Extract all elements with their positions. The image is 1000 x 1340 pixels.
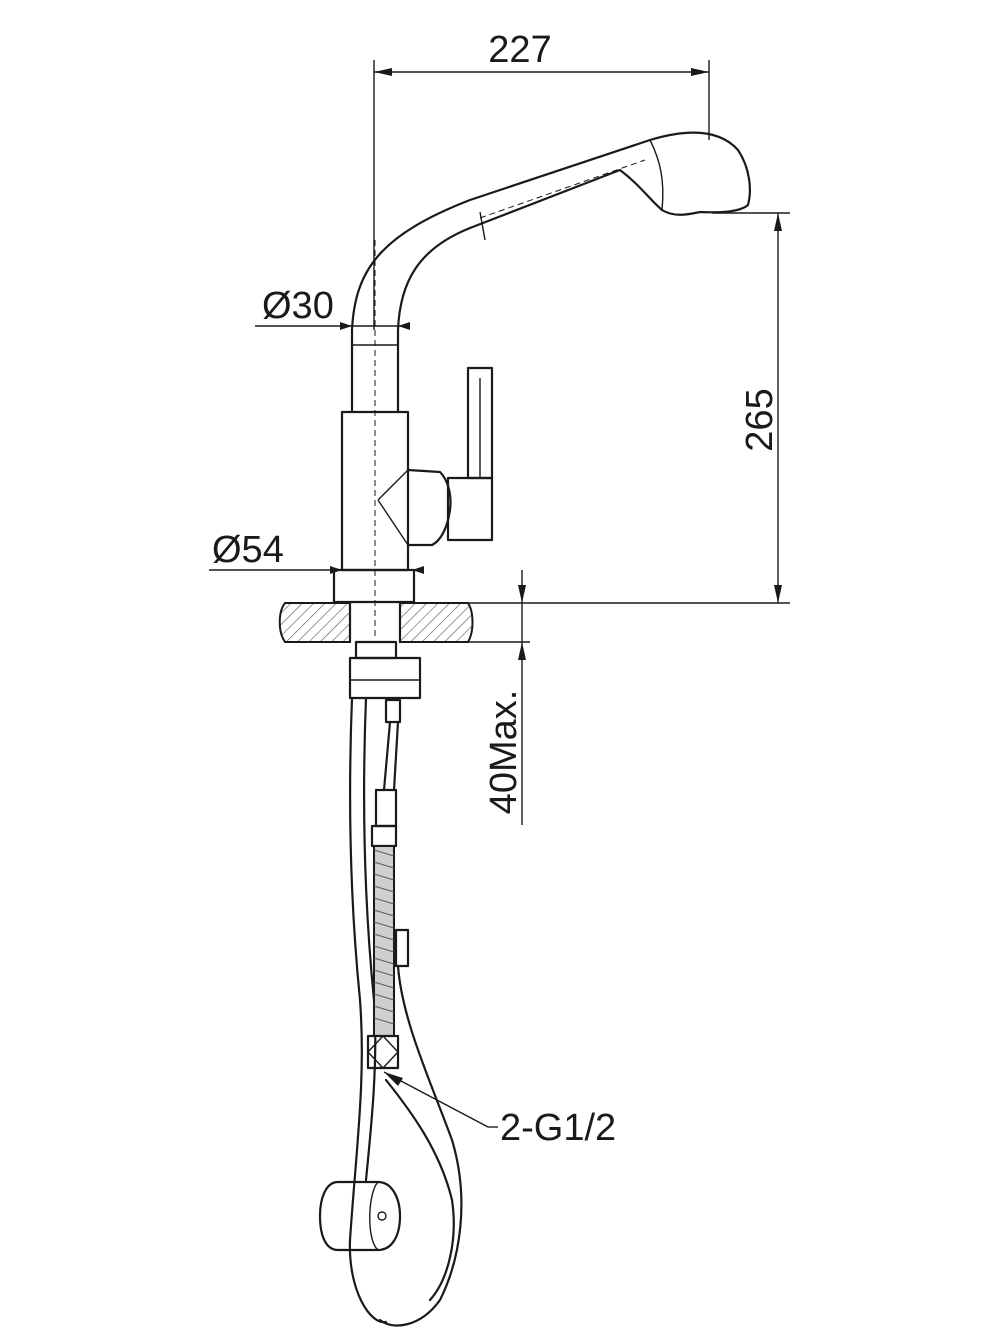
hose-counterweight: [318, 1180, 402, 1252]
base-diameter-label: Ø54: [212, 529, 284, 571]
dimension-spout-diameter: Ø30: [255, 285, 410, 330]
arrowhead-top: [774, 213, 782, 231]
mounting-shank: [348, 640, 422, 700]
reach-dimension-label: 227: [488, 29, 551, 71]
faucet-base: Ø54: [209, 529, 424, 604]
connection-label: 2-G1/2: [500, 1107, 616, 1149]
dimension-max-thickness: 40Max.: [420, 570, 530, 825]
dimension-height: 265: [420, 212, 790, 604]
faucet-body: [340, 366, 494, 572]
faucet-spout: [350, 131, 751, 640]
dimension-reach: 227: [373, 29, 710, 330]
connection-callout: 2-G1/2: [383, 1071, 616, 1149]
spout-diameter-label: Ø30: [262, 285, 334, 327]
arrowhead-left: [374, 68, 392, 76]
max-thickness-label: 40Max.: [483, 690, 525, 815]
countertop-section: [278, 601, 474, 644]
arrowhead-right: [691, 68, 709, 76]
supply-hoses: [348, 696, 463, 1327]
arrowhead-bottom: [774, 585, 782, 603]
height-dimension-label: 265: [739, 388, 781, 451]
